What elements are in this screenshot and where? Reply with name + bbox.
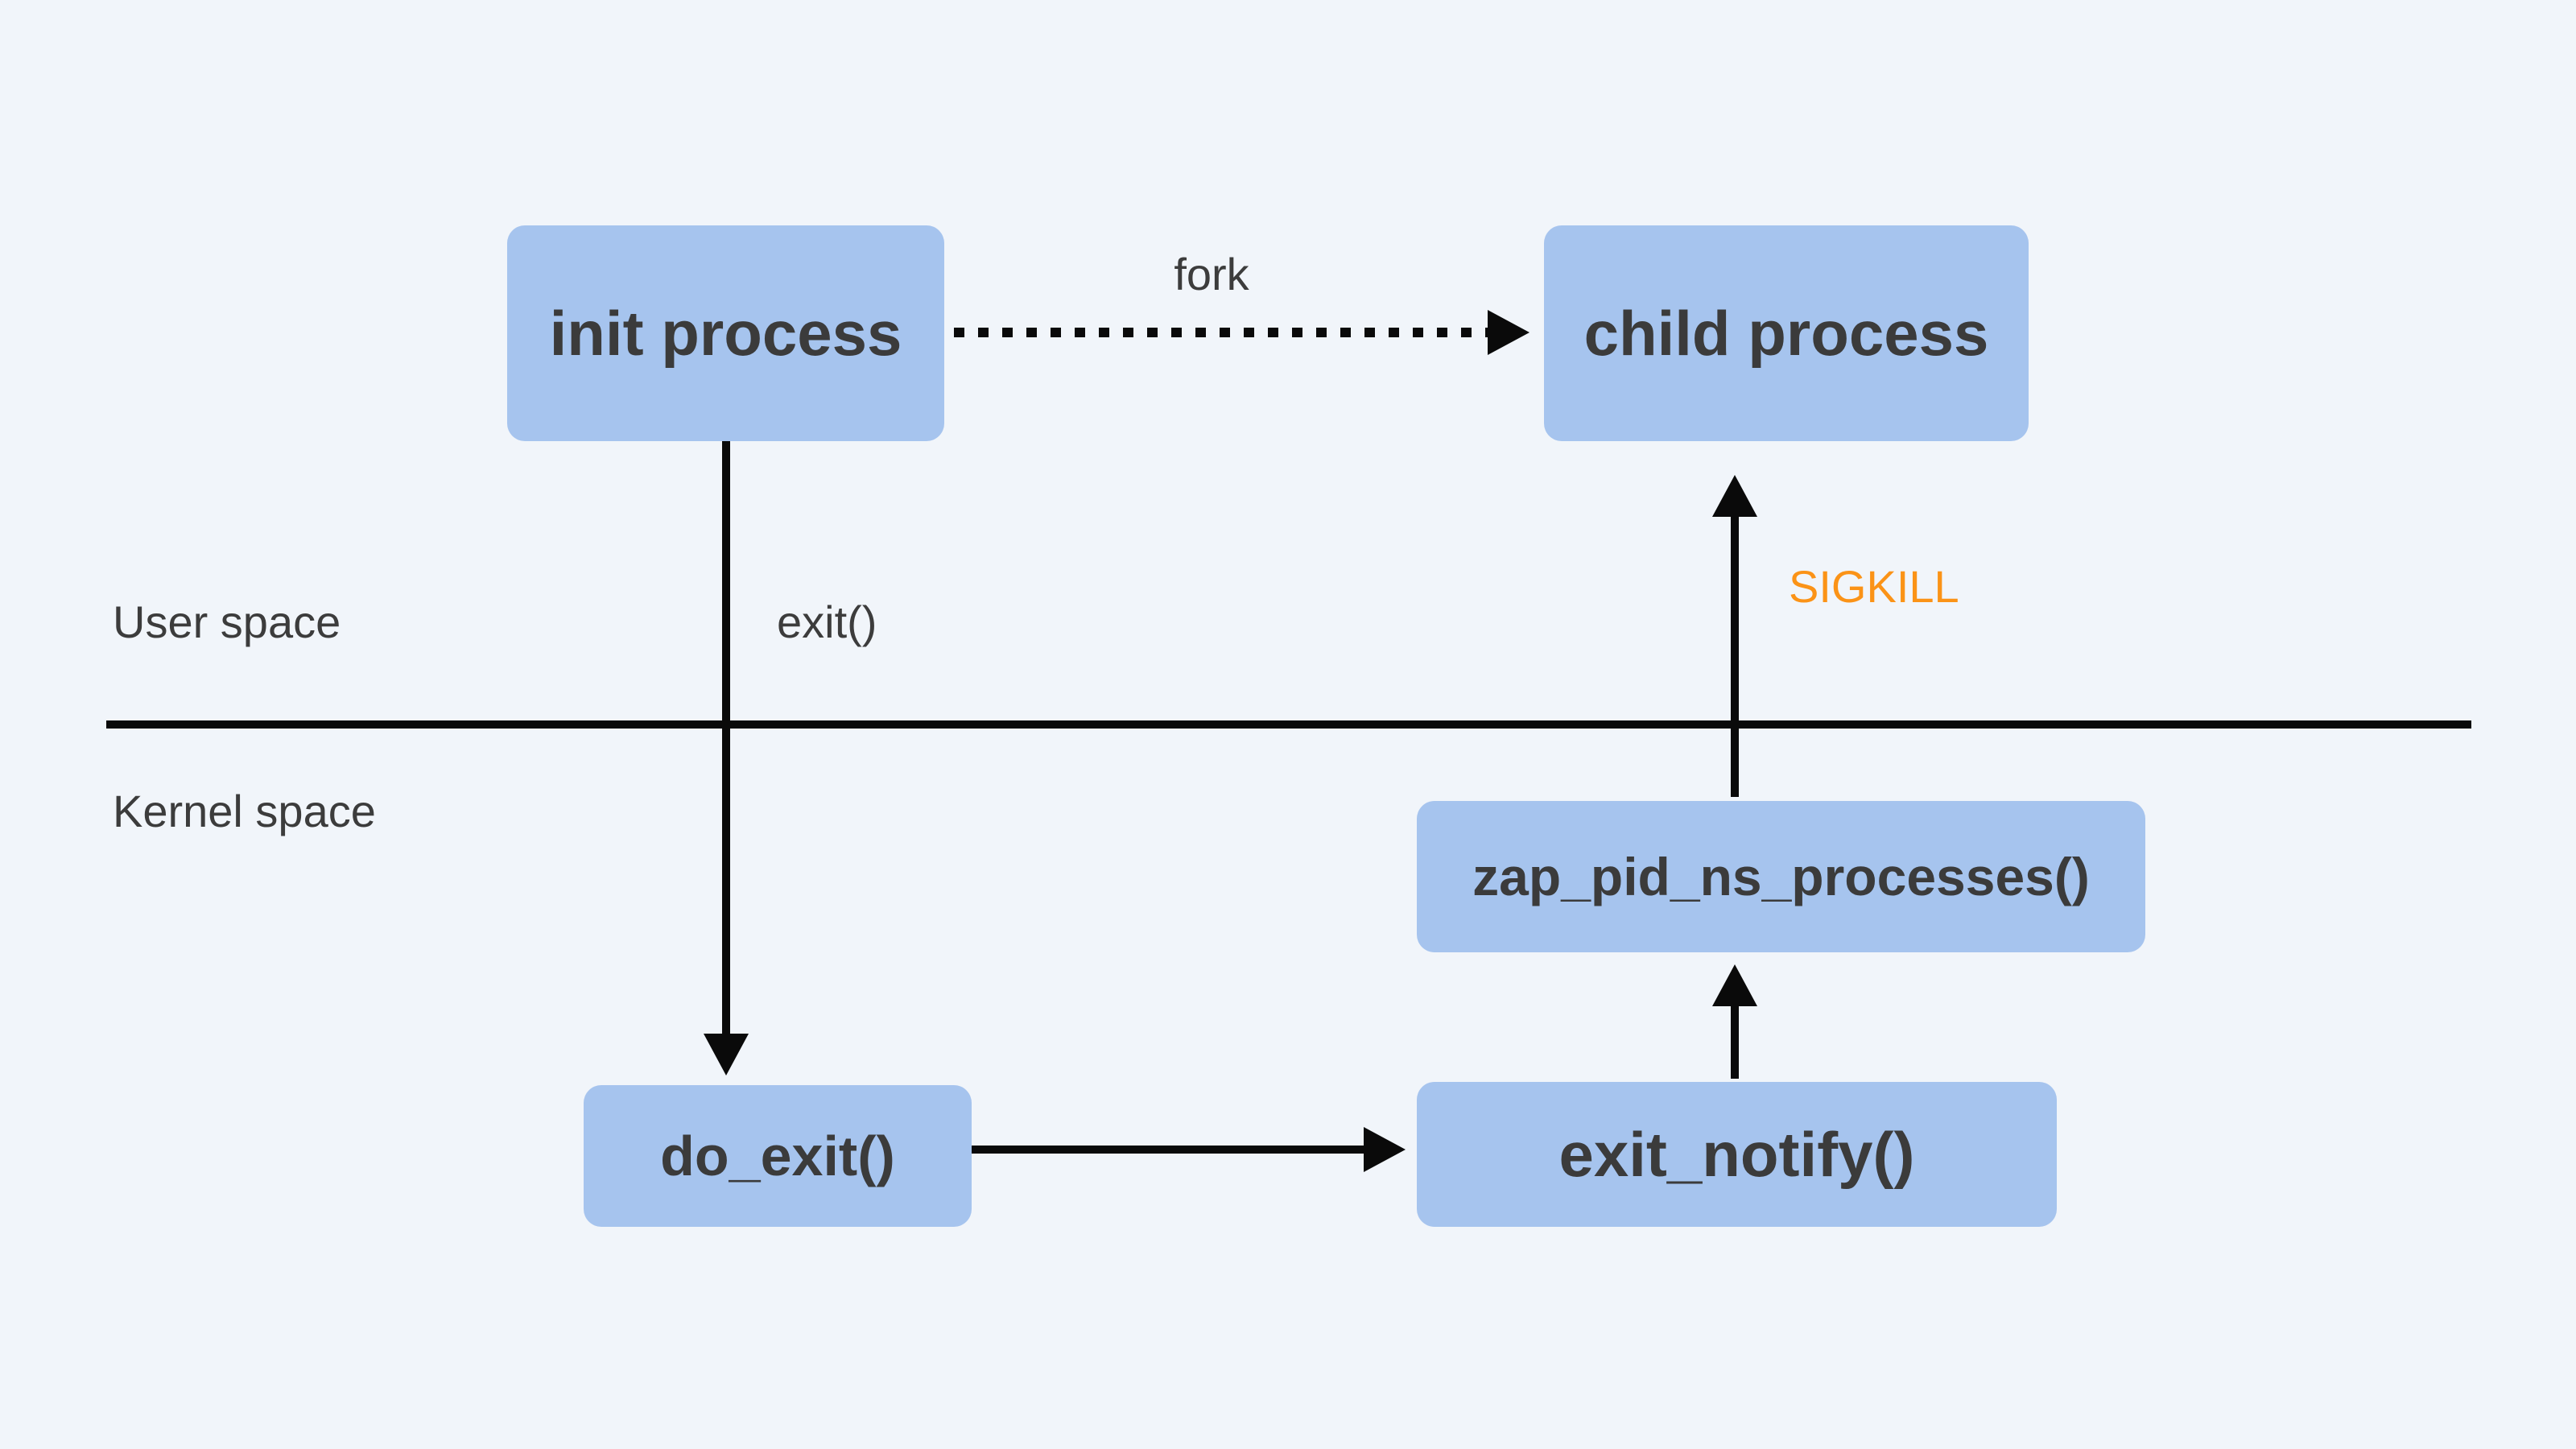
exit-call-edge-label: exit() — [777, 597, 877, 647]
zap-pid-ns-processes-node: zap_pid_ns_processes() — [1417, 801, 2145, 952]
do-exit-node: do_exit() — [584, 1085, 972, 1227]
exit-notify-label: exit_notify() — [1558, 1118, 1915, 1190]
child-process-node: child process — [1544, 225, 2029, 441]
child-process-label: child process — [1583, 297, 1989, 369]
kernel-space-region-label: Kernel space — [113, 786, 376, 836]
sigkill-edge-label: SIGKILL — [1789, 561, 1959, 612]
init-process-node: init process — [507, 225, 944, 441]
zap-pid-ns-processes-label: zap_pid_ns_processes() — [1472, 847, 2090, 906]
do-exit-label: do_exit() — [660, 1125, 895, 1187]
init-process-label: init process — [549, 297, 902, 369]
fork-edge-label: fork — [1174, 249, 1249, 299]
exit-notify-node: exit_notify() — [1417, 1082, 2057, 1227]
user-space-region-label: User space — [113, 597, 341, 647]
